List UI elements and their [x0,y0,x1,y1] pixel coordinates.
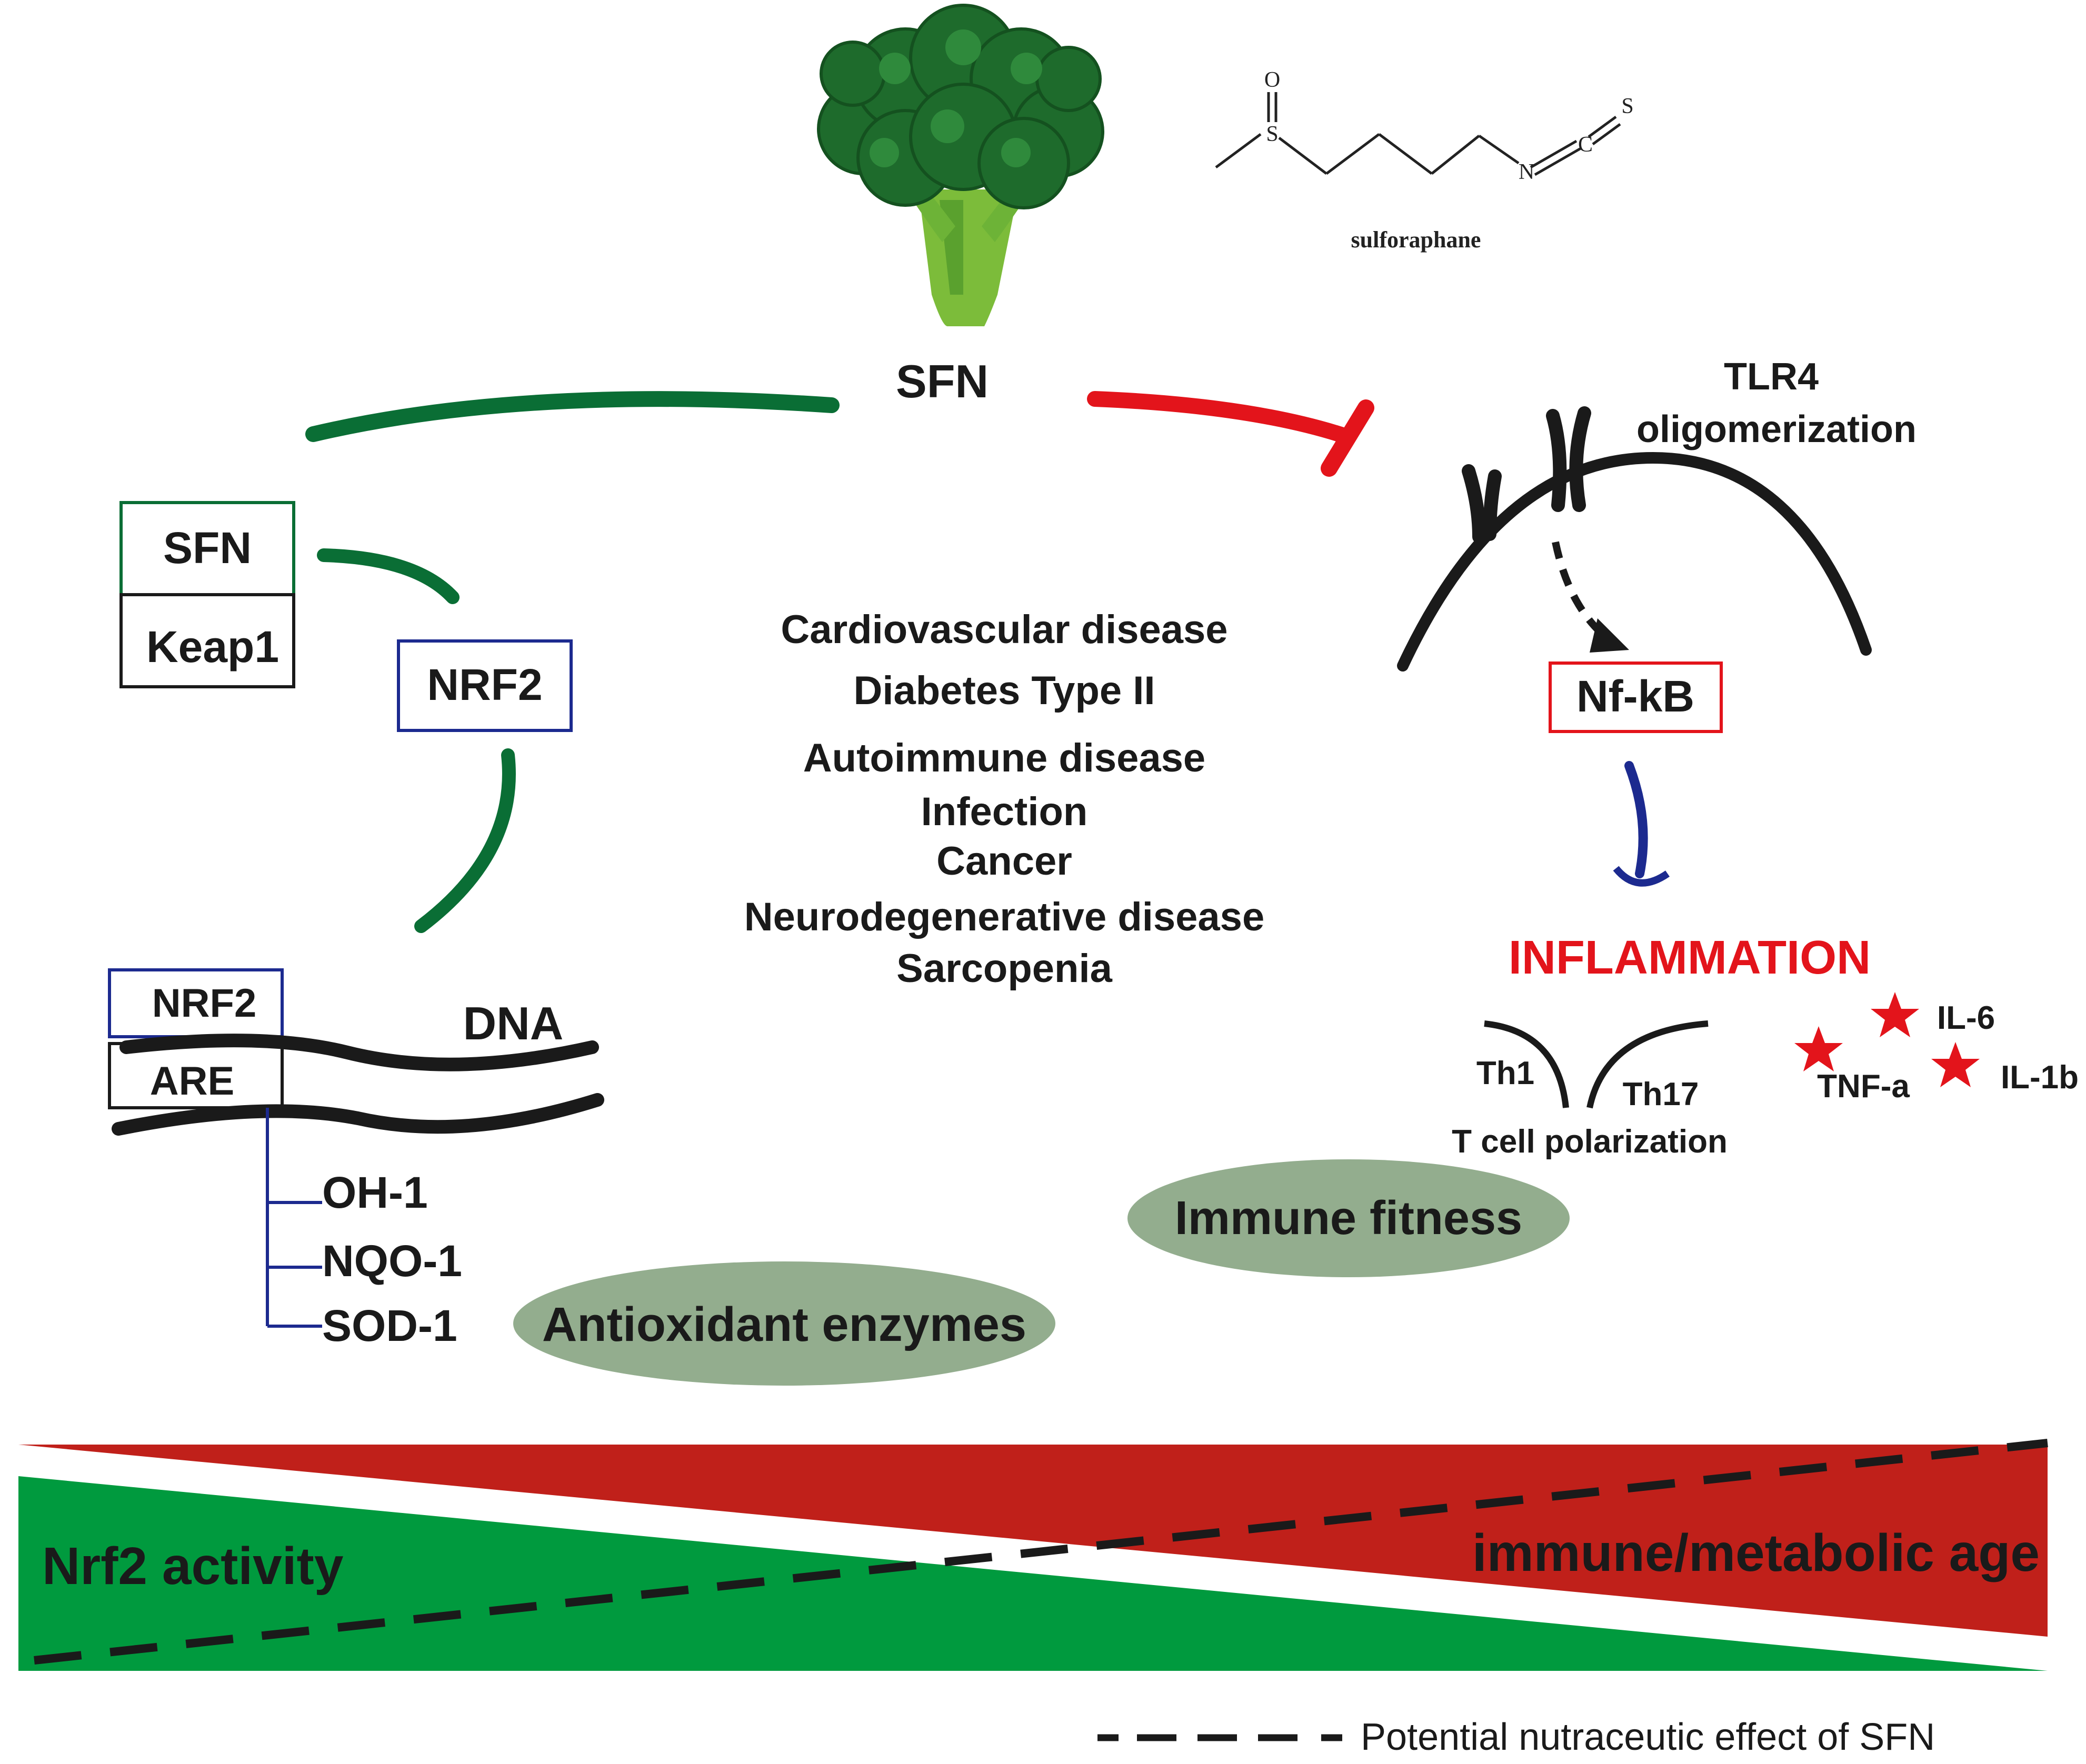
gene-bracket [266,1108,322,1328]
broccoli-icon [817,4,1104,326]
nutraceutic-effect-line [34,1439,2048,1665]
disease-item: Diabetes Type II [853,668,1155,713]
keap1-label: Keap1 [146,622,279,671]
disease-item: Sarcopenia [896,946,1112,991]
disease-item: Autoimmune disease [803,736,1205,780]
release-arc [317,548,460,604]
dna-strand-top [119,1034,599,1071]
atom-c: C [1578,133,1593,157]
gene-nqo1: NQO-1 [322,1236,462,1286]
sfn-box [119,501,295,596]
disease-item: Infection [921,789,1088,834]
nfkb-label: Nf-kB [1576,671,1694,721]
are-box [108,1042,284,1109]
th1-label: Th1 [1476,1055,1534,1091]
keap1-box [119,593,295,688]
disease-item: Cardiovascular disease [781,607,1227,652]
tlr4-label: TLR4 [1724,356,1819,398]
th17-label: Th17 [1623,1076,1699,1112]
inhibition-arc [1087,391,1355,445]
gene-sod1: SOD-1 [322,1301,457,1350]
cell-membrane [1397,452,1872,671]
cytokine-tnfa: TNF-a [1817,1068,1910,1105]
nrf2-nuclear-box [108,968,284,1038]
complex-sfn-label: SFN [163,523,252,573]
green-wedge [18,1476,2048,1671]
gene-oh1: OH-1 [322,1168,428,1217]
immune-fitness-label: Immune fitness [1175,1192,1522,1245]
disease-item: Cancer [936,839,1072,884]
star-icon [1794,1026,1843,1071]
atom-s: S [1266,122,1278,146]
antioxidant-enzymes-oval [513,1261,1055,1386]
th1-arc [1484,1020,1569,1108]
signaling-arrowhead [1590,618,1629,653]
nrf2-box [397,639,573,732]
immune-metabolic-age-label: immune/metabolic age [1472,1524,2040,1582]
star-icon [1931,1042,1980,1087]
inflammation-label: INFLAMMATION [1509,931,1871,984]
red-wedge [18,1445,2048,1637]
immune-fitness-oval [1127,1159,1570,1277]
atom-s-terminal: S [1621,94,1633,118]
molecule-name: sulforaphane [1351,227,1481,253]
dna-label: DNA [463,997,564,1049]
atom-n: N [1519,160,1534,184]
translocation-arc [414,748,516,933]
disease-item: Neurodegenerative disease [744,895,1264,939]
inflammation-arrow [1624,761,1648,878]
tcell-polarization-label: T cell polarization [1452,1124,1728,1160]
cytokine-il1b: IL-1b [2001,1059,2079,1096]
inhibition-bar [1321,399,1374,477]
inflammation-arrowhead [1613,866,1670,887]
sulforaphane-structure [1215,92,1621,176]
nrf2-label: NRF2 [427,660,542,709]
atom-o: O [1264,68,1280,92]
nrf2-nuclear-label: NRF2 [152,981,256,1026]
nrf2-activity-label: Nrf2 activity [42,1537,344,1596]
cytokine-il6: IL-6 [1937,1000,1995,1036]
activation-arc [305,391,840,442]
tlr4-receptor-icon [1462,406,1591,544]
nfkb-box [1549,662,1723,733]
star-icon [1871,992,1919,1037]
antioxidant-enzymes-label: Antioxidant enzymes [542,1298,1026,1351]
tlr4-oligomerization-label: oligomerization [1636,408,1917,450]
legend-label: Potential nutraceutic effect of SFN [1361,1716,1935,1758]
dna-strand-bottom [112,1093,604,1136]
are-label: ARE [150,1059,234,1104]
th17-arc [1586,1020,1709,1109]
sfn-label: SFN [896,355,989,407]
